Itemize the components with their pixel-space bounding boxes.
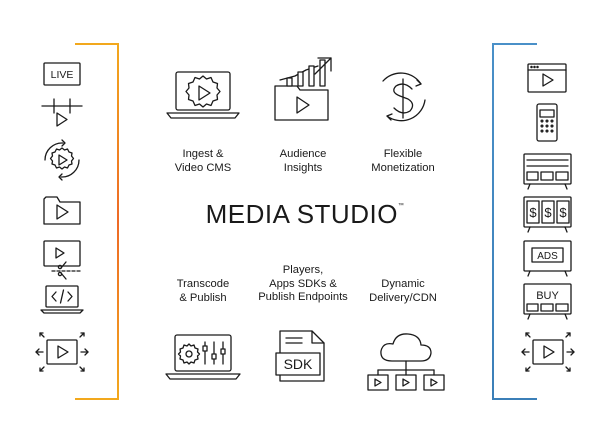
svg-text:LIVE: LIVE: [51, 69, 74, 81]
cloud-network-icon: [367, 333, 445, 391]
diagram-title: MEDIA STUDIO™: [200, 199, 410, 230]
video-cut-icon: [43, 240, 81, 280]
dollar-slots-icon: $ $ $: [523, 196, 572, 233]
label-transcode-publish: Transcode & Publish: [176, 278, 230, 304]
label-ingest-video-cms: Ingest & Video CMS: [174, 148, 232, 174]
sdk-document-icon: SDK: [275, 330, 325, 382]
svg-text:ADS: ADS: [537, 251, 558, 262]
growth-chart-folder-icon: [274, 57, 332, 121]
svg-text:$: $: [559, 205, 567, 220]
title-text: MEDIA STUDIO: [205, 199, 398, 229]
edit-timeline-icon: [41, 98, 83, 127]
browser-play-icon: [527, 63, 567, 93]
dollar-cycle-icon: [382, 72, 426, 122]
mobile-phone-icon: [536, 103, 558, 142]
right-bracket: [492, 43, 537, 400]
laptop-sliders-icon: [165, 334, 241, 380]
left-bracket: [75, 43, 119, 400]
laptop-gear-play-icon: [166, 71, 240, 119]
expand-player-icon: [521, 332, 575, 372]
svg-text:SDK: SDK: [284, 356, 313, 372]
svg-text:$: $: [544, 205, 552, 220]
label-dynamic-delivery-cdn: Dynamic Delivery/CDN: [369, 278, 437, 304]
ads-screen-icon: ADS: [523, 240, 572, 277]
label-players-sdks-endpoints: Players, Apps SDKs & Publish Endpoints: [258, 264, 348, 303]
folder-play-icon: [43, 196, 81, 225]
buy-screen-icon: BUY: [523, 283, 572, 320]
label-audience-insights: Audience Insights: [279, 148, 327, 174]
play-cycle-icon: [44, 139, 80, 181]
expand-player-icon: [35, 332, 89, 372]
tv-guide-icon: [523, 153, 572, 190]
label-flexible-monetization: Flexible Monetization: [371, 148, 435, 174]
code-laptop-icon: [40, 285, 84, 314]
svg-text:BUY: BUY: [536, 290, 559, 302]
live-badge-icon: LIVE: [43, 62, 81, 86]
svg-text:$: $: [529, 205, 537, 220]
trademark-mark: ™: [397, 203, 405, 209]
